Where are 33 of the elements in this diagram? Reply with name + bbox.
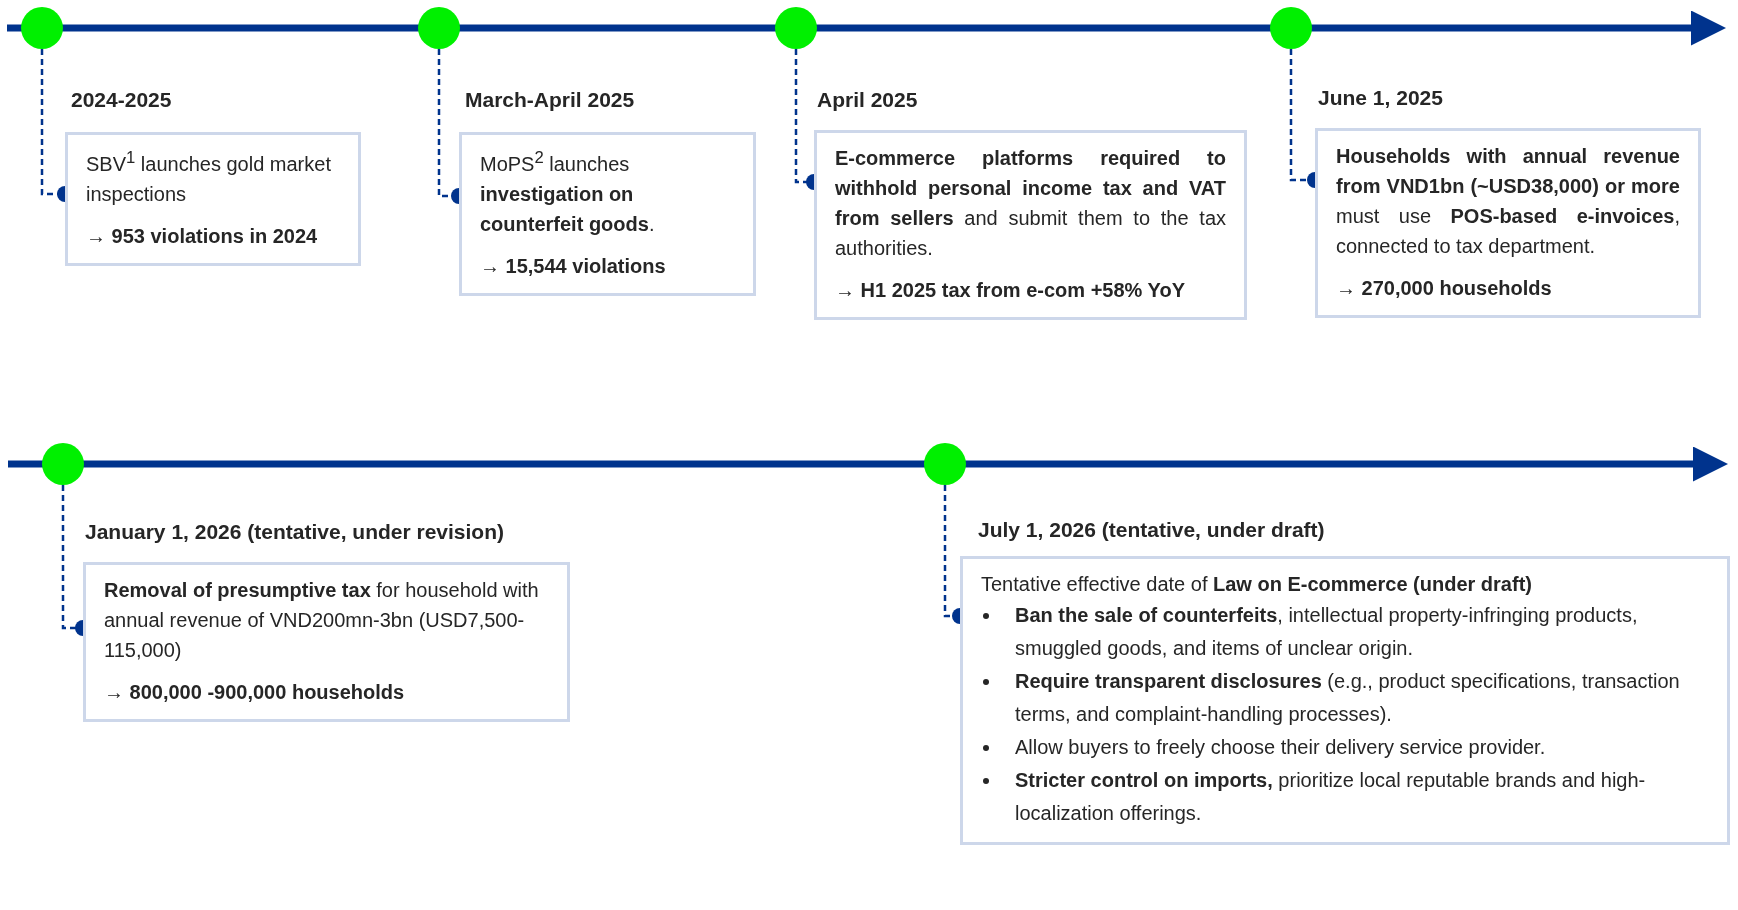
event-card [960,556,1730,845]
event-description: Removal of presumptive tax for household with annual revenue of VND200mn-3bn (USD7,500-115,000) [104,578,540,663]
event-outcome: → H1 2025 tax from e-com +58% YoY [835,278,1186,303]
event-date: June 1, 2025 [1318,86,1443,110]
milestone-circle [775,7,817,49]
event-date: July 1, 2026 (tentative, under draft) [978,518,1325,542]
event-card [814,130,1247,320]
event-description: SBV$^{1}$ launches gold market inspections [86,147,332,207]
milestone-circle [21,7,63,49]
event-outcome: → 15,544 violations [480,253,667,279]
event-outcome: → 953 violations in 2024 [86,223,319,249]
event-description: Tentative effective date of Law on E-commerce (under draft) [981,572,1533,597]
event-description: Households with annual revenue from VND1bn (~USD38,000) or more must use POS-based e-invoices, connected to tax department. [1336,144,1680,259]
bullet-item: Require transparent disclosures (e.g., product specifications, transaction terms, and complaint-handling processes). [981,665,1709,731]
milestone-circle [418,7,460,49]
event-date: April 2025 [817,88,918,112]
event-card [83,562,570,722]
event-description: E-commerce platforms required to withhold personal income tax and VAT from sellers and submit them to the tax authorities. [835,146,1226,261]
event-date: 2024-2025 [71,88,172,112]
event-card [1315,128,1701,318]
bullet-item: Stricter control on imports, prioritize local reputable brands and high-localization offerings. [981,764,1709,830]
event-description: MoPS$^{2}$ launches investigation on counterfeit goods. [480,147,656,237]
event-date: March-April 2025 [465,88,635,112]
bullet-item: Allow buyers to freely choose their delivery service provider. [981,731,1709,764]
event-card [65,132,361,266]
event-date: January 1, 2026 (tentative, under revision) [85,520,504,544]
event-outcome: → 270,000 households [1336,276,1553,301]
bullet-item: Ban the sale of counterfeits, intellectual property-infringing products, smuggled goods, and items of unclear origin. [981,599,1709,665]
milestone-circle [924,443,966,485]
event-outcome: → 800,000 -900,000 households [104,680,406,705]
milestone-circle [1270,7,1312,49]
milestone-circle [42,443,84,485]
event-card [459,132,756,296]
